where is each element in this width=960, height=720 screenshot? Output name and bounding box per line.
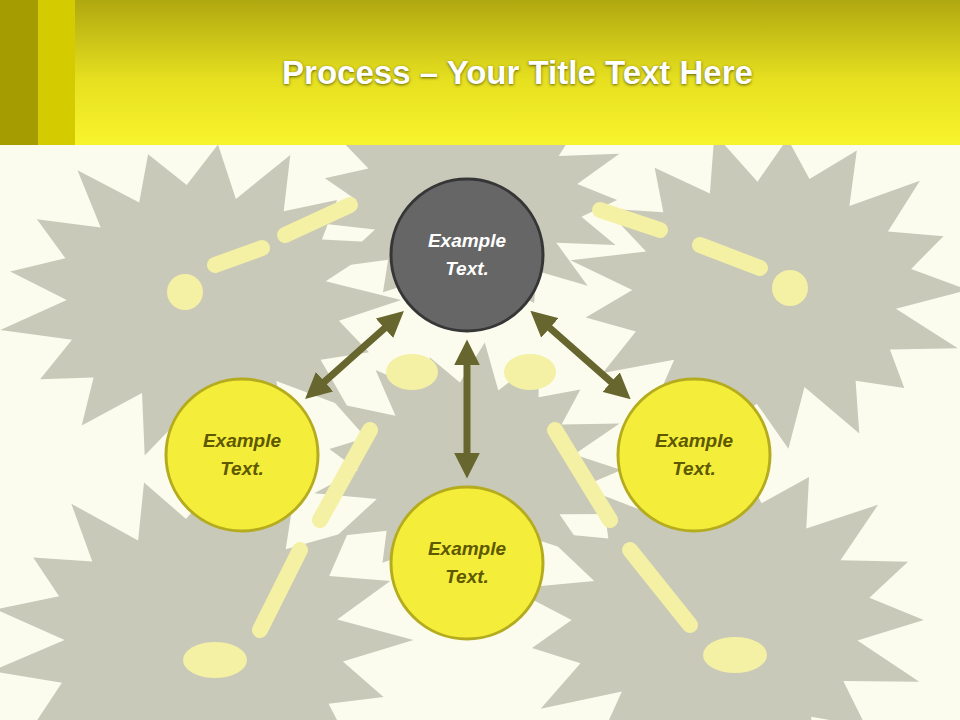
double-arrow [542, 321, 619, 389]
circle-shape [616, 377, 772, 533]
circle-shape [389, 485, 545, 641]
bone [630, 550, 690, 625]
header-stripe [0, 0, 38, 145]
bone [260, 550, 300, 630]
double-arrow [464, 355, 471, 463]
process-circle: Example Text. [164, 377, 320, 533]
circle-outline [618, 379, 770, 531]
node-label: Example Text. [642, 427, 746, 484]
circle-shape [389, 177, 545, 333]
bone [555, 430, 610, 520]
circle-outline [391, 487, 543, 639]
paw [183, 642, 247, 678]
bone [285, 205, 350, 235]
fur-blob [314, 343, 621, 594]
process-circle: Example Text. [616, 377, 772, 533]
paw [772, 270, 808, 306]
bone [700, 245, 760, 268]
title-area: Process – Your Title Text Here [75, 0, 960, 145]
pelvis [386, 354, 438, 390]
bone [320, 430, 370, 520]
paw [703, 637, 767, 673]
double-arrow [317, 321, 393, 388]
circle-outline [391, 179, 543, 331]
circle-outline [166, 379, 318, 531]
node-label: Example Text. [190, 427, 294, 484]
bones [167, 205, 808, 678]
process-circle: Example Text. [389, 485, 545, 641]
slide-title: Process – Your Title Text Here [282, 54, 753, 92]
header-bar [0, 0, 960, 145]
paw [167, 274, 203, 310]
header-stripe [38, 0, 75, 145]
circle-shape [164, 377, 320, 533]
node-label: Example Text. [415, 227, 519, 284]
bone [215, 248, 262, 265]
node-label: Example Text. [415, 535, 519, 592]
pelvis [504, 354, 556, 390]
fur-blob [570, 134, 960, 449]
process-circle: Example Text. [389, 177, 545, 333]
bone [600, 210, 660, 230]
fur-blobs [0, 72, 960, 720]
